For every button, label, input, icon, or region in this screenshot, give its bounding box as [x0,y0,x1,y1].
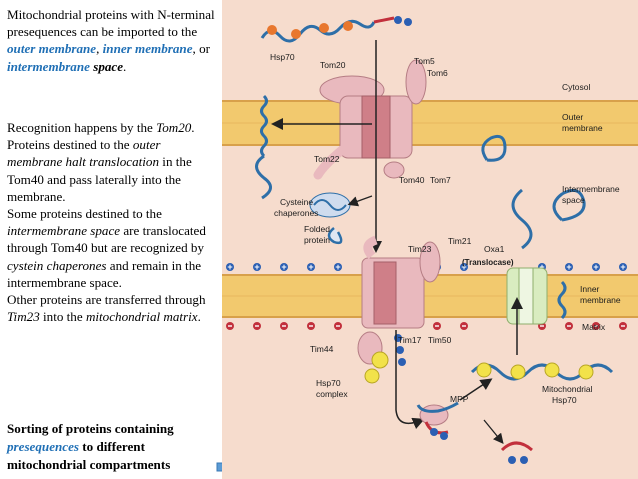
incoming-precursor [260,16,412,43]
intermembrane-term: intermembrane [7,58,90,74]
label-outer-membrane: membrane [562,123,603,133]
label-translocase: (Translocase) [462,258,514,267]
label-folded-protein: protein [304,235,330,245]
ims-protein-1 [481,134,507,162]
outer-halt-term: outer membrane halt translocation [7,137,161,170]
mpp-peptidase [416,401,459,440]
svg-text:+: + [227,262,232,272]
svg-text:+: + [308,262,313,272]
ims-text-1: Some proteins destined to the [7,206,162,222]
tim23-term: Tim23 [7,309,40,325]
cysteine-chaperones-icon [309,192,351,218]
tim23-complex [361,235,441,329]
hsp70-cytosolic-icon [267,21,353,39]
mitochondrial-hsp70-chain [470,362,614,381]
matrix-text-3: . [197,309,201,325]
label-tom20: Tom20 [320,60,346,70]
intro-paragraph: Mitochondrial proteins with N-terminal p… [7,6,219,75]
label-matrix: Matrix [582,322,606,332]
label-outer: Outer [562,112,583,122]
svg-text:+: + [593,262,598,272]
svg-text:+: + [281,262,286,272]
intro-text-3: , or [192,41,210,57]
label-complex: complex [316,389,348,399]
space-term: space [93,58,124,74]
label-chaperones: chaperones [274,208,318,218]
cystein-chaperones-term: cystein chaperones [7,257,107,273]
label-tim50: Tim50 [428,335,452,345]
matrix-text-2: into the [39,309,86,325]
label-tom40: Tom40 [399,175,425,185]
details-paragraph: Recognition happens by the Tom20. Protein… [7,119,219,325]
label-cysteine: Cysteine [280,197,313,207]
inner-membrane-term: inner membrane [102,41,193,57]
label-hsp70-complex: Hsp70 [316,378,341,388]
outer-membrane-term: outer membrane [7,41,97,57]
diagram-background [222,0,638,479]
outer-membrane [222,100,638,146]
ims-protein-2 [552,188,586,222]
svg-text:+: + [539,262,544,272]
diagram-labels: Hsp70 Tom20 Tom5 Tom6 Cytosol Outer memb… [270,52,621,405]
inner-membrane-protein [557,280,567,320]
label-tim21: Tim21 [448,236,472,246]
text-panel: Mitochondrial proteins with N-terminal p… [0,0,222,479]
label-inner: Inner [580,284,600,294]
svg-text:+: + [335,262,340,272]
ims-text-3: and remain in the intermembrane space. [7,257,202,290]
outer-text-2: in the Tom40 and pass laterally into the… [7,154,192,204]
label-inner-membrane: membrane [580,295,621,305]
oxa1-translocase [506,267,548,325]
intro-text-2: , [96,41,103,57]
figure-caption: Sorting of proteins containing presequen… [7,420,219,474]
label-tom22: Tom22 [314,154,340,164]
ims-text-2: are translocated through Tom40 but are r… [7,223,206,256]
label-tom7: Tom7 [430,175,451,185]
label-mitochondrial: Mitochondrial [542,384,593,394]
svg-text:+: + [254,262,259,272]
negative-charges-row [226,322,627,330]
label-hsp70: Hsp70 [270,52,295,62]
recognition-end: . [191,120,195,135]
svg-text:+: + [566,262,571,272]
label-tom5: Tom5 [414,56,435,66]
outer-membrane-protein [260,94,268,158]
mitochondrial-import-diagram: +++++++++++ [222,0,638,479]
label-intermembrane: Intermembrane [562,184,620,194]
ims-term: intermembrane space [7,223,121,239]
tom20-term: Tom20 [156,120,192,135]
hsp70-matrix-complex [357,331,389,384]
label-oxa1: Oxa1 [484,244,505,254]
label-folded: Folded [304,224,330,234]
caption-text-1: Sorting of proteins containing [7,421,174,436]
svg-text:+: + [620,262,625,272]
label-tom6: Tom6 [427,68,448,78]
label-mpp: MPP [450,394,469,404]
folded-protein-icon [327,227,343,245]
matrix-term: mitochondrial matrix [85,309,198,325]
presequences-term: presequences [7,439,80,454]
svg-text:+: + [461,262,466,272]
label-tim23: Tim23 [408,244,432,254]
intro-text-5: . [123,58,127,74]
caption-text-2: to different mitochondrial compartments [7,439,171,472]
label-tim17: Tim17 [398,335,422,345]
label-mito-hsp70: Hsp70 [552,395,577,405]
label-ims-space: space [562,195,585,205]
outer-text-1: Proteins destined to the [7,137,133,153]
intro-text-1: Mitochondrial proteins with N-terminal p… [7,7,215,40]
recognition-text: Recognition happens by the [7,120,157,135]
label-cytosol: Cytosol [562,82,590,92]
matrix-text-1: Other proteins are transferred through [7,292,206,308]
label-tim44: Tim44 [310,344,334,354]
